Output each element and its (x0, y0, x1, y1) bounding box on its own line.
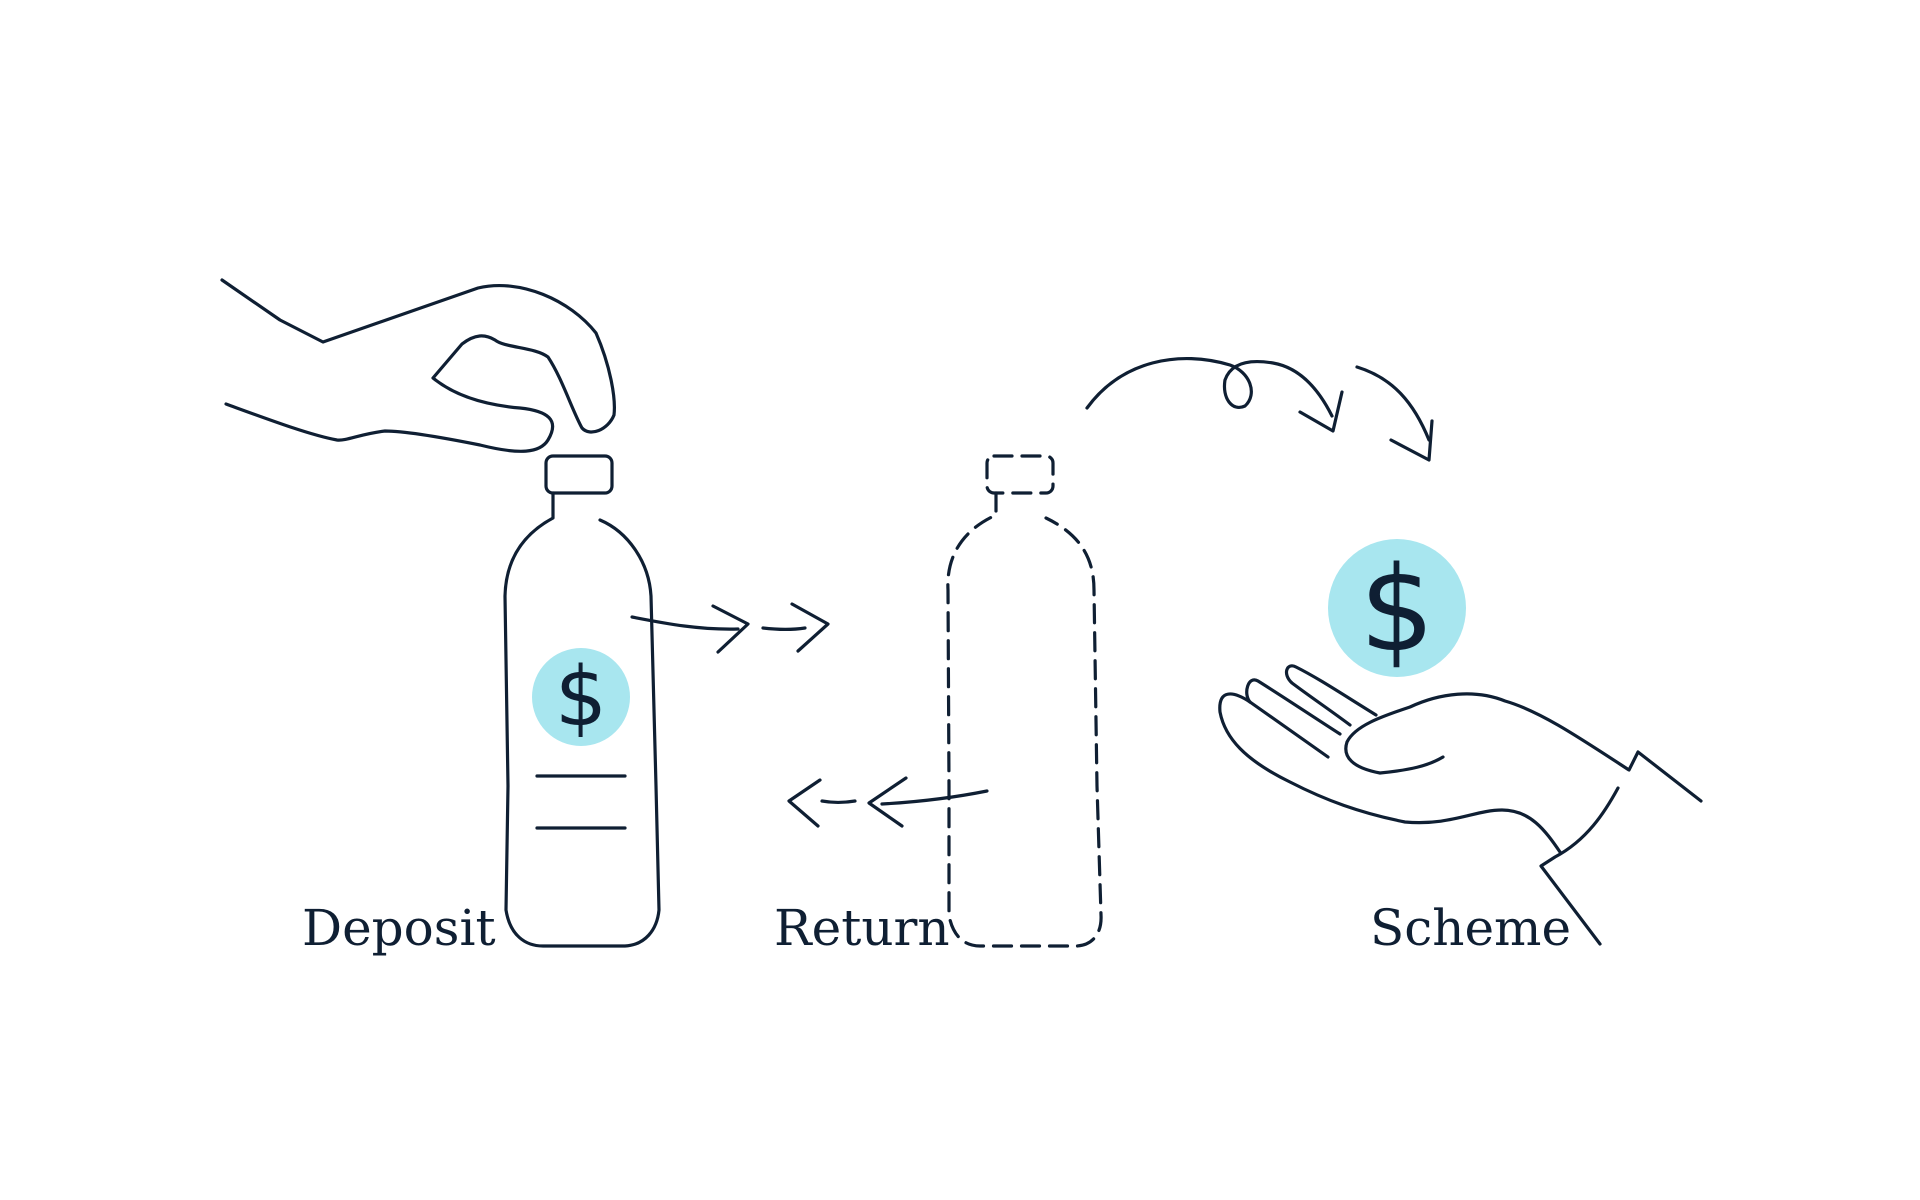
bottle-cap (544, 454, 614, 495)
svg-text:$: $ (1359, 540, 1434, 678)
label-scheme: Scheme (1370, 899, 1572, 957)
arrow-icon (787, 776, 989, 828)
bottle-icon: $ (503, 454, 661, 948)
label-deposit: Deposit (302, 899, 496, 957)
label-return: Return (774, 899, 950, 957)
coin-icon: $ (1328, 539, 1466, 678)
coin-icon: $ (532, 648, 630, 746)
arrow-icon (630, 602, 830, 654)
dashed-bottle-icon (946, 454, 1103, 948)
svg-text:$: $ (555, 650, 607, 745)
dashed-bottle-cap (985, 454, 1055, 495)
open-hand-icon (1218, 664, 1703, 946)
arrow-icon (1085, 356, 1434, 462)
hand-holding-cap-icon (220, 278, 616, 453)
